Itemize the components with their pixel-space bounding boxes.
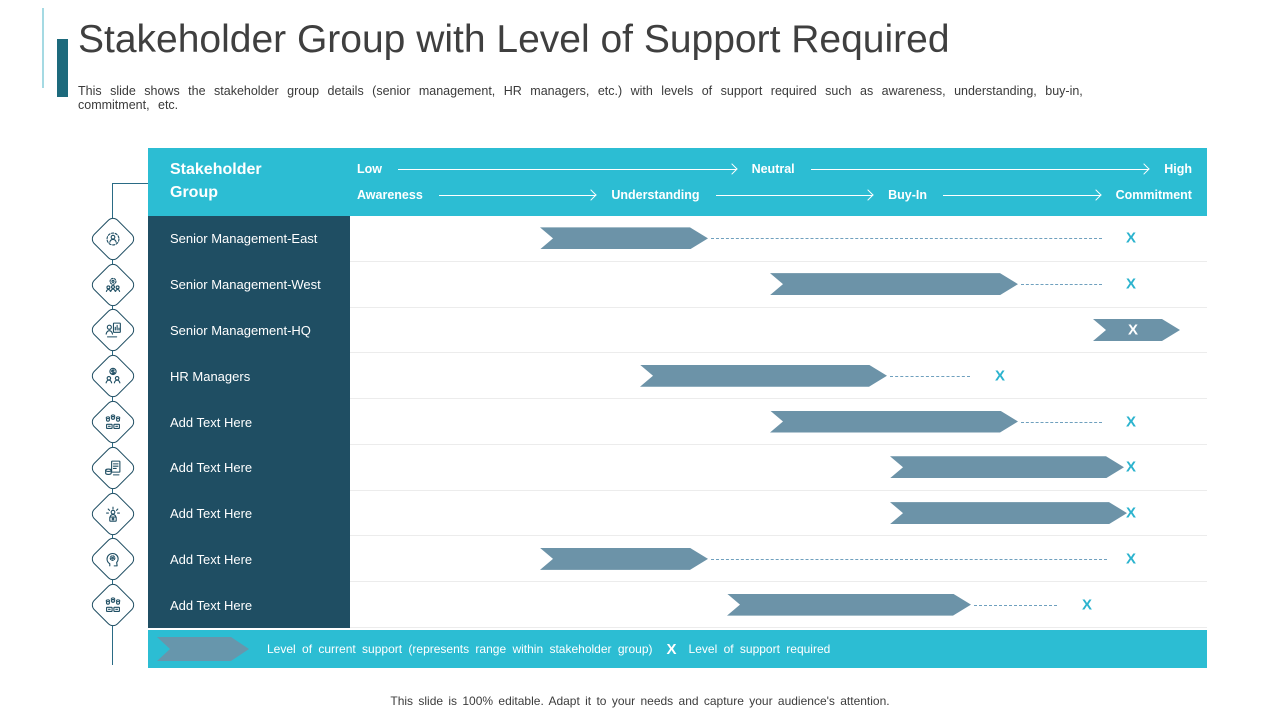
support-range-cell: X — [350, 536, 1207, 583]
scale-label-neutral: Neutral — [751, 162, 795, 176]
support-leader-dash — [1021, 421, 1102, 423]
page-title: Stakeholder Group with Level of Support … — [78, 18, 950, 61]
table-header: Stakeholder Group Low Neutral High Aware… — [148, 148, 1207, 216]
table-row: Add Text Here X — [148, 490, 1207, 537]
table-row: Senior Management-West X — [148, 261, 1207, 308]
gear-person-icon — [101, 227, 125, 251]
title-accent-line — [42, 8, 44, 88]
support-scale-bottom: Awareness Understanding Buy-In Commitmen… — [357, 188, 1192, 202]
stakeholder-label[interactable]: Add Text Here — [148, 399, 350, 445]
stakeholder-icon-diamond — [88, 535, 138, 584]
stakeholder-icon-diamond — [88, 306, 138, 355]
footer-note: This slide is 100% editable. Adapt it to… — [390, 694, 890, 708]
idea-recognition-icon — [101, 502, 125, 526]
required-support-x: X — [1125, 550, 1137, 568]
scale-arrow-icon — [438, 194, 596, 196]
current-support-arrow-sample — [157, 637, 249, 661]
current-support-bar — [770, 411, 1018, 433]
current-support-bar — [640, 365, 887, 387]
stakeholder-label[interactable]: Senior Management-HQ — [148, 307, 350, 354]
people-chart-icon — [101, 318, 125, 342]
stakeholder-support-table: Stakeholder Group Low Neutral High Aware… — [148, 148, 1207, 668]
mind-gear-icon — [101, 547, 125, 571]
stakeholder-label[interactable]: Senior Management-East — [148, 216, 350, 262]
title-accent-bar — [57, 39, 68, 97]
support-scales: Low Neutral High Awareness Understanding… — [350, 148, 1207, 216]
required-support-x: X — [1125, 275, 1137, 293]
support-range-cell: X — [350, 582, 1207, 629]
stakeholder-label[interactable]: Add Text Here — [148, 490, 350, 537]
scale-label-awareness: Awareness — [357, 188, 423, 202]
scale-label-buy-in: Buy-In — [888, 188, 928, 202]
required-support-x: X — [1125, 413, 1137, 431]
current-support-bar — [890, 502, 1127, 524]
table-row: Add Text Here X — [148, 582, 1207, 629]
support-range-cell: X — [350, 261, 1207, 308]
scale-label-understanding: Understanding — [611, 188, 700, 202]
support-scale-top: Low Neutral High — [357, 162, 1192, 176]
table-row: Add Text Here X — [148, 536, 1207, 583]
current-support-bar — [890, 456, 1124, 478]
support-range-cell: X — [350, 353, 1207, 400]
current-support-bar — [770, 273, 1018, 295]
stakeholder-icon-diamond — [88, 214, 138, 263]
table-row: Add Text Here X — [148, 444, 1207, 491]
stakeholder-label[interactable]: Senior Management-West — [148, 261, 350, 308]
scale-arrow-icon — [398, 168, 736, 170]
required-support-x: X — [1125, 504, 1137, 522]
required-support-x: X — [994, 367, 1006, 385]
slide-subtitle: This slide shows the stakeholder group d… — [78, 84, 1083, 112]
scale-label-low: Low — [357, 162, 382, 176]
scale-arrow-icon — [943, 194, 1100, 196]
stakeholder-icon-diamond — [88, 581, 138, 630]
stakeholder-icon-diamond — [88, 352, 138, 401]
required-support-x: X — [1125, 458, 1137, 476]
support-leader-dash — [890, 375, 970, 377]
stakeholder-label[interactable]: Add Text Here — [148, 444, 350, 491]
stakeholder-label[interactable]: HR Managers — [148, 353, 350, 400]
team-gear-icon — [101, 273, 125, 297]
support-leader-dash — [1021, 284, 1102, 286]
team-celebration-icon — [101, 593, 125, 617]
scale-label-high: High — [1164, 162, 1193, 176]
support-range-cell: X — [350, 490, 1207, 537]
support-range-cell: X — [350, 444, 1207, 491]
stakeholder-icon-diamond — [88, 397, 138, 447]
table-row: Senior Management-HQ X — [148, 307, 1207, 354]
required-support-x: X — [1081, 596, 1093, 614]
support-range-cell: X — [350, 216, 1207, 262]
stakeholder-icon-diamond — [88, 489, 138, 538]
rail-top-connector — [112, 183, 148, 184]
support-leader-dash — [711, 558, 1107, 560]
current-support-bar — [727, 594, 971, 616]
table-row: Add Text Here X — [148, 399, 1207, 445]
support-range-cell: X — [350, 399, 1207, 445]
people-dollar-icon — [101, 364, 125, 388]
team-celebration-icon — [101, 410, 125, 434]
stakeholder-icon-diamond — [88, 443, 138, 492]
support-leader-dash — [974, 604, 1057, 606]
support-range-cell: X — [350, 307, 1207, 354]
finance-document-icon — [101, 456, 125, 480]
stakeholder-label[interactable]: Add Text Here — [148, 582, 350, 629]
stakeholder-icon-diamond — [88, 260, 138, 309]
current-support-bar — [540, 548, 708, 570]
scale-arrow-icon — [810, 168, 1149, 170]
scale-label-commitment: Commitment — [1115, 188, 1192, 202]
current-support-bar — [540, 227, 708, 249]
required-support-x: X — [1127, 321, 1139, 339]
required-support-x: X — [1125, 229, 1137, 247]
table-row: Senior Management-East X — [148, 216, 1207, 262]
legend-current-support-label: Level of current support (represents ran… — [267, 642, 653, 656]
legend-bar: Level of current support (represents ran… — [148, 630, 1207, 668]
scale-arrow-icon — [715, 194, 873, 196]
table-row: HR Managers X — [148, 353, 1207, 400]
current-support-bar — [1093, 319, 1180, 341]
corner-header: Stakeholder Group — [170, 161, 262, 202]
legend-required-support-label: Level of support required — [688, 642, 831, 656]
legend-x-symbol: X — [666, 640, 677, 658]
stakeholder-label[interactable]: Add Text Here — [148, 536, 350, 583]
support-leader-dash — [711, 238, 1102, 240]
